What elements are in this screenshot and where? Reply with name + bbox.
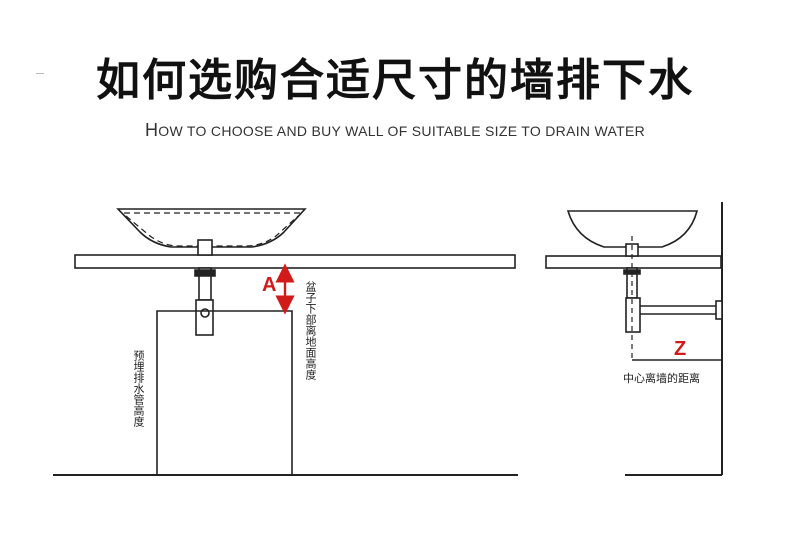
wall-flange [715,300,723,320]
basin-right [566,210,699,248]
page-subtitle: HOW TO CHOOSE AND BUY WALL OF SUITABLE S… [0,120,790,141]
pipe-outline [156,310,293,475]
trap-right [625,297,641,333]
vessel-basin [116,208,307,248]
drain-body-upper [197,239,213,256]
basin-height-label: 盆子下部离地面高度 [304,281,317,380]
pipe-height-label: 预埋排水管高度 [132,350,145,427]
left-scene [53,208,518,476]
countertop-right [545,255,722,269]
countertop [74,254,516,269]
page-title: 如何选购合适尺寸的墙排下水 [96,55,694,106]
marker-a: A [262,274,277,296]
subtitle-rest: OW TO CHOOSE AND BUY WALL OF SUITABLE SI… [158,123,645,139]
marker-z: Z [674,338,687,360]
drain-nut [194,269,216,277]
wall-distance-label: 中心离墙的距离 [623,372,700,385]
decorative-dash [36,73,44,74]
right-scene [545,202,723,476]
subtitle-first-letter: H [144,120,159,140]
